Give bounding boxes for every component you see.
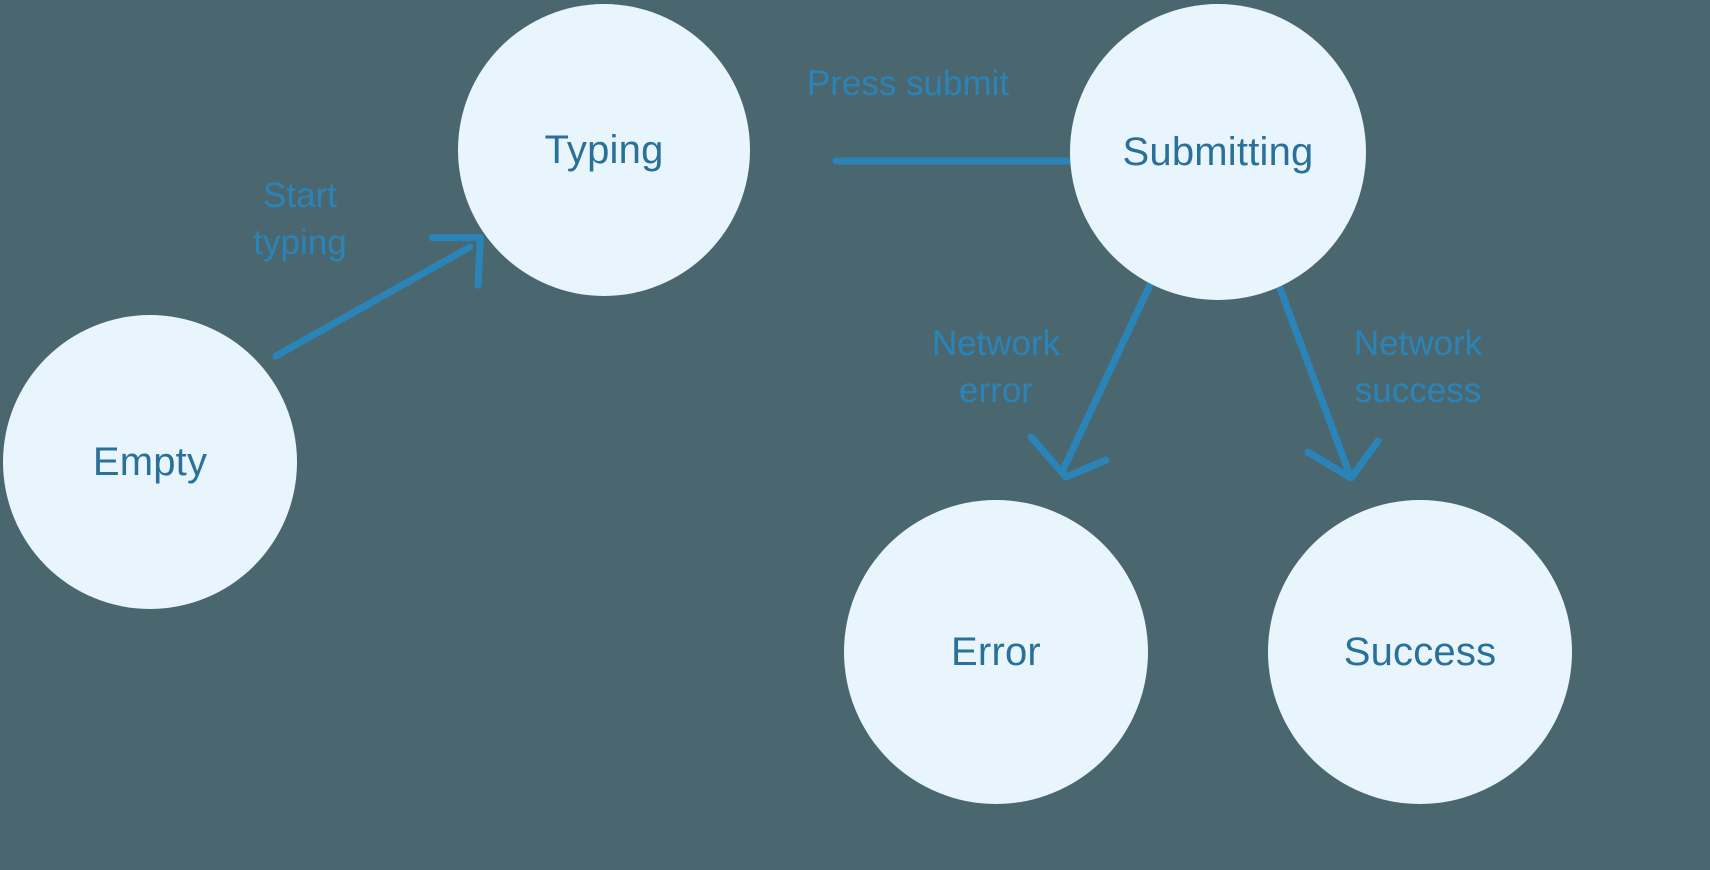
edge-label-network-error: Network error <box>931 324 1061 411</box>
state-node-label: Success <box>1343 630 1497 674</box>
state-node-label: Error <box>951 630 1041 674</box>
edge-label-press-submit: Press submit <box>806 64 1010 103</box>
state-node-label: Typing <box>544 128 664 172</box>
state-node-error[interactable]: Error <box>844 500 1148 804</box>
state-node-typing[interactable]: Typing <box>458 4 750 296</box>
state-node-submitting[interactable]: Submitting <box>1070 4 1366 300</box>
state-node-label: Submitting <box>1122 130 1314 174</box>
state-node-empty[interactable]: Empty <box>3 315 297 609</box>
edge-empty-to-typing <box>272 234 484 360</box>
edge-submitting-to-error <box>1027 281 1154 481</box>
edge-label-network-success: Network success <box>1353 324 1483 411</box>
edge-label-start-typing: Start typing <box>253 176 347 263</box>
state-node-label: Empty <box>92 440 208 484</box>
edge-submitting-to-success <box>1274 279 1382 482</box>
state-node-success[interactable]: Success <box>1268 500 1572 804</box>
